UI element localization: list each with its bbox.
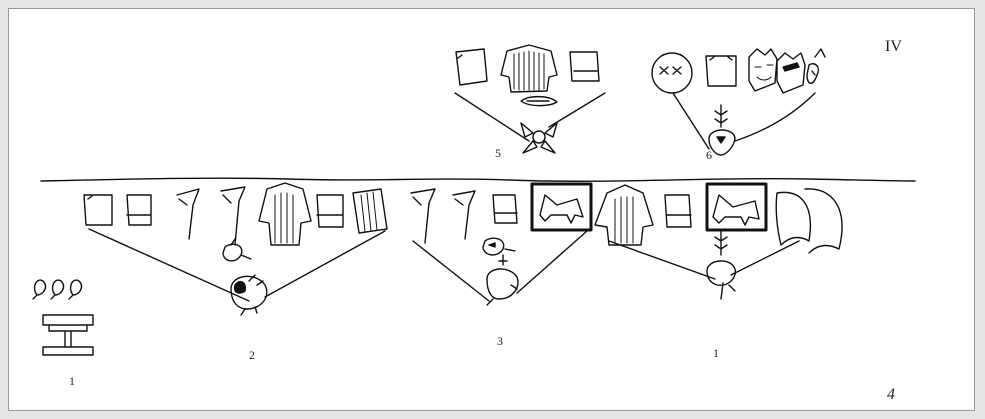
group-label-2: 2 — [249, 349, 255, 361]
glyph-cloth-folded — [127, 195, 151, 225]
glyph-hide — [776, 192, 810, 245]
glyph-heads — [749, 49, 825, 93]
glyph-cloth — [706, 56, 736, 86]
page-number: 4 — [887, 387, 895, 403]
glyph-deer-skin — [713, 195, 759, 225]
glyph-banner — [177, 189, 199, 239]
highlight-box-left — [532, 184, 591, 230]
plate-number: IV — [885, 39, 902, 55]
glyph-cloth — [84, 195, 112, 225]
group-1 — [595, 184, 842, 299]
glyph-cloth-folded — [317, 195, 343, 227]
glyph-striped-cloth — [353, 189, 387, 233]
group-3 — [411, 184, 591, 305]
codex-drawing — [9, 9, 976, 412]
glyph-plant-creature — [707, 231, 735, 299]
group-label-1: 1 — [713, 347, 719, 359]
glyph-bird — [223, 239, 251, 261]
tribute-lines — [609, 241, 799, 279]
group-6 — [652, 49, 825, 155]
group-label-6: 6 — [706, 149, 712, 161]
group-label-1-left: 1 — [69, 375, 75, 387]
tribute-lines — [673, 93, 815, 149]
glyph-pedestal — [43, 315, 93, 355]
group-label-5: 5 — [495, 147, 501, 159]
glyph-banner — [221, 187, 245, 245]
glyph-banner — [411, 189, 435, 243]
glyph-banner — [453, 191, 475, 239]
glyph-feather-tokens — [33, 280, 81, 299]
glyph-cloth-folded — [570, 52, 599, 81]
glyph-cloth-folded — [665, 195, 691, 227]
glyph-circle-xx — [652, 53, 692, 93]
glyph-plant-pot — [709, 105, 735, 155]
glyph-cloth — [456, 49, 487, 85]
group-2 — [84, 183, 387, 315]
group-5 — [455, 45, 605, 153]
group-label-3: 3 — [497, 335, 503, 347]
glyph-tunic — [595, 185, 653, 245]
glyph-tunic — [501, 45, 557, 92]
glyph-creature-head — [487, 255, 518, 305]
glyph-bird — [483, 238, 515, 255]
tribute-lines — [413, 231, 587, 301]
ground-line — [41, 178, 915, 181]
glyph-deer-skin — [540, 195, 583, 223]
glyph-cloth-folded — [493, 195, 517, 223]
drawing-sheet: IV 5 6 2 3 1 1 4 — [8, 8, 975, 411]
glyph-tunic — [259, 183, 311, 245]
